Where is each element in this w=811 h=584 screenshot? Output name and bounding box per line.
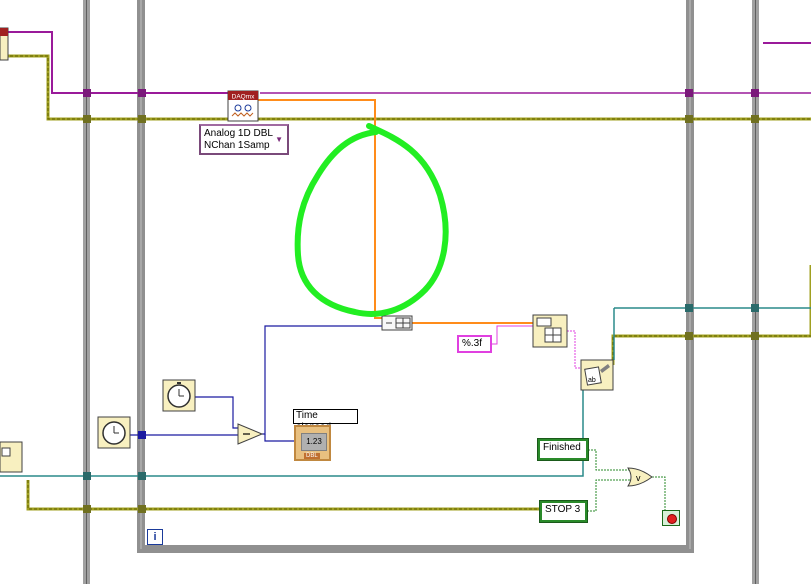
tick-count-clock-icon[interactable] bbox=[162, 379, 196, 412]
dropdown-arrow-icon[interactable]: ▼ bbox=[275, 135, 283, 144]
numeric-display: 1.23 bbox=[301, 433, 327, 451]
daqmx-icon-label: DAQmx bbox=[232, 94, 256, 101]
tick-count-clock-icon-2[interactable] bbox=[97, 416, 131, 449]
green-annotation-scribble bbox=[294, 123, 449, 317]
stop-3-boolean[interactable]: STOP 3 bbox=[539, 500, 588, 523]
or-gate-node[interactable]: v bbox=[627, 467, 653, 487]
subtract-node[interactable] bbox=[237, 423, 264, 445]
write-to-file-node[interactable]: ab bbox=[580, 359, 614, 391]
stop-icon bbox=[667, 514, 677, 524]
teal-wires bbox=[0, 307, 811, 477]
svg-text:v: v bbox=[636, 473, 641, 483]
boolean-wires bbox=[587, 449, 666, 515]
build-array-node[interactable] bbox=[381, 315, 413, 331]
iteration-terminal[interactable]: i bbox=[147, 529, 163, 545]
outer-loop-frames bbox=[83, 0, 759, 584]
format-string-constant[interactable]: %.3f bbox=[457, 335, 492, 353]
time-elapsed-indicator[interactable]: 1.23 DBL bbox=[294, 425, 331, 461]
time-elapsed-label: Time elapsed bbox=[293, 409, 358, 433]
loop-condition-terminal[interactable] bbox=[662, 510, 680, 526]
left-edge-vi-icon-2[interactable] bbox=[0, 441, 23, 473]
selector-line-2: NChan 1Samp bbox=[204, 140, 270, 151]
svg-text:ab: ab bbox=[588, 377, 596, 384]
daqmx-instance-selector[interactable]: Analog 1D DBL NChan 1Samp ▼ bbox=[199, 124, 289, 155]
array-to-spreadsheet-node[interactable] bbox=[532, 314, 568, 348]
type-badge: DBL bbox=[304, 453, 320, 459]
error-wires bbox=[0, 54, 811, 511]
finished-boolean[interactable]: Finished bbox=[537, 438, 589, 461]
selector-line-1: Analog 1D DBL bbox=[204, 128, 273, 139]
string-wire-2 bbox=[567, 330, 582, 369]
left-edge-vi-icon[interactable] bbox=[0, 27, 9, 61]
tunnels bbox=[83, 89, 759, 513]
string-wire bbox=[492, 325, 533, 345]
daqmx-read-vi[interactable]: DAQmx bbox=[227, 90, 259, 122]
